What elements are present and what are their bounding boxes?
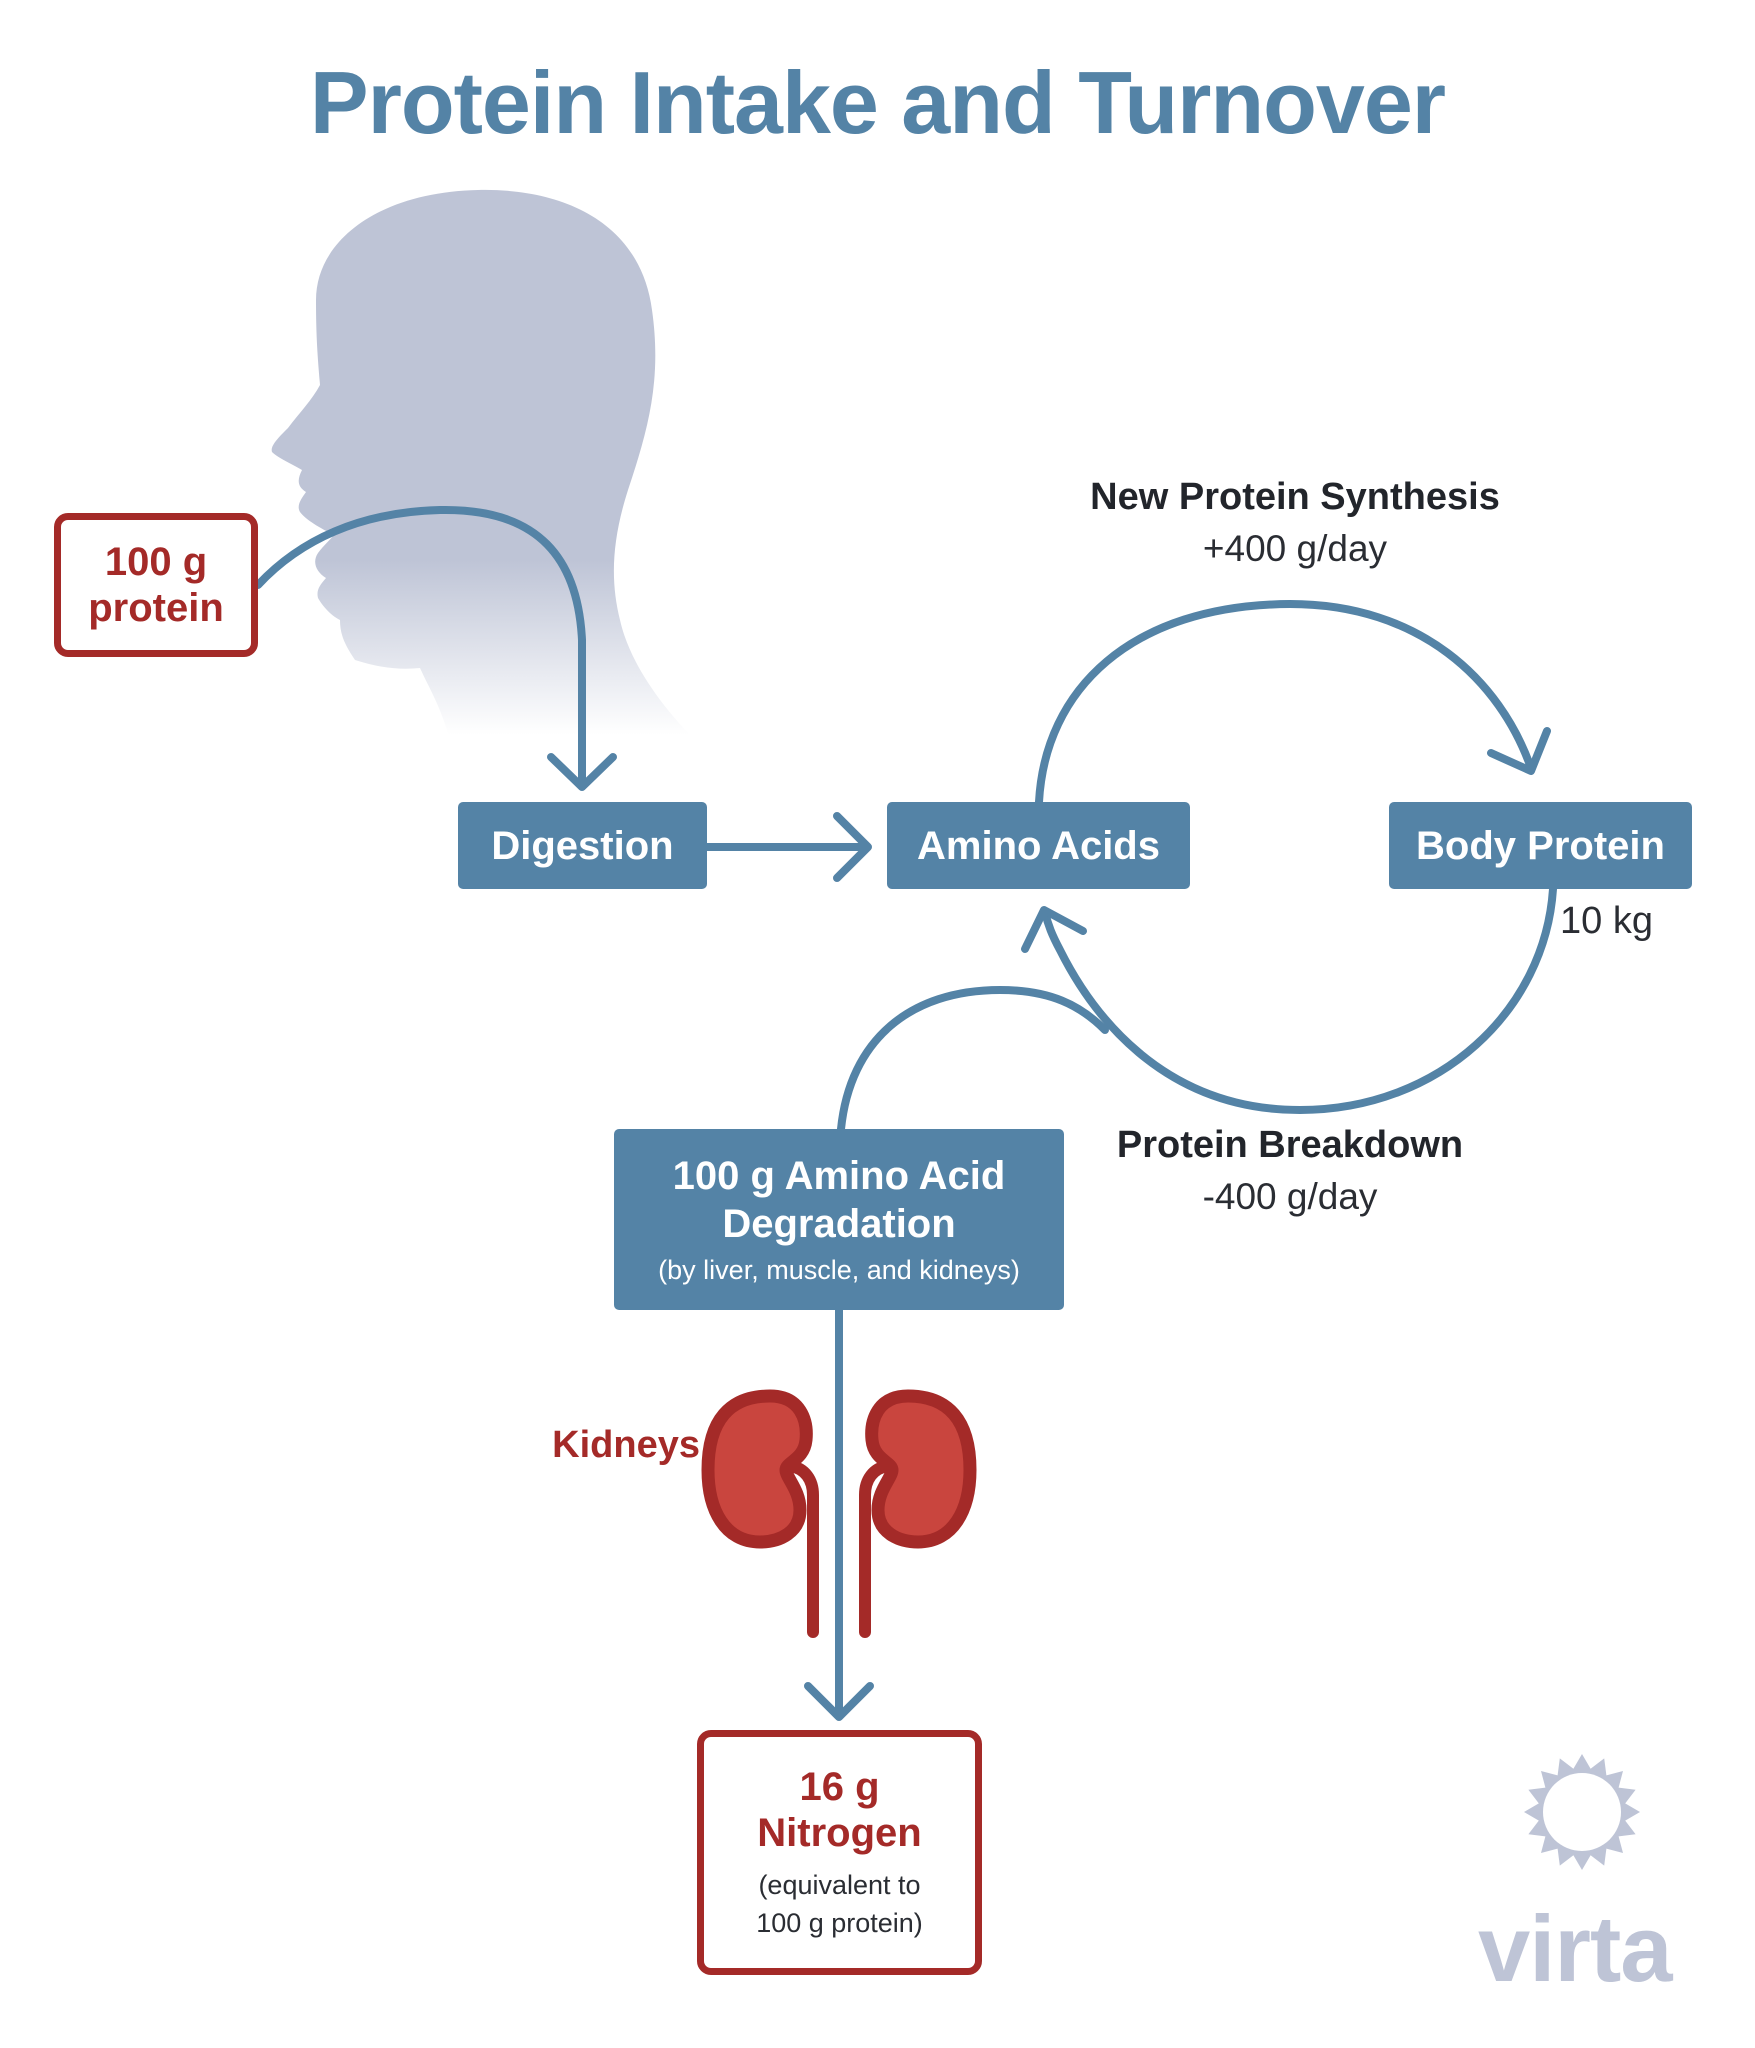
intake-amount: 100 g: [104, 540, 208, 584]
nitrogen-note-line2: 100 g protein): [756, 1907, 923, 1938]
degradation-title-line1: 100 g Amino Acid: [672, 1153, 1006, 1198]
sun-icon: [1524, 1754, 1640, 1870]
head-silhouette-icon: [271, 189, 695, 741]
right-ureter: [859, 1460, 894, 1638]
synthesis-title: New Protein Synthesis: [1090, 476, 1500, 518]
kidneys-label: Kidneys: [552, 1424, 700, 1466]
page-title: Protein Intake and Turnover: [309, 53, 1446, 152]
intake-arrow: [254, 505, 586, 788]
degradation-title-line2: Degradation: [722, 1201, 956, 1246]
left-kidney-icon: [701, 1389, 813, 1549]
digestion-node: Digestion: [458, 802, 707, 889]
virta-logo-wordmark: virta: [1478, 1896, 1673, 2001]
nitrogen-note: (equivalent to 100 g protein): [756, 1866, 923, 1942]
amino-acids-node: Amino Acids: [887, 802, 1190, 889]
synthesis-label: New Protein Synthesis +400 g/day: [1060, 472, 1530, 576]
breakdown-arc: [1041, 885, 1557, 1115]
sun-center: [1543, 1773, 1621, 1851]
degradation-branch-curve: [837, 985, 1109, 1133]
synthesis-arc: [1035, 599, 1535, 806]
kidneys-icon: [701, 1389, 977, 1638]
degradation-subtitle: (by liver, muscle, and kidneys): [658, 1254, 1020, 1285]
nitrogen-box: 16 g Nitrogen (equivalent to 100 g prote…: [697, 1730, 982, 1975]
synthesis-arrowhead-icon: [1487, 727, 1551, 775]
breakdown-label: Protein Breakdown -400 g/day: [1055, 1120, 1525, 1224]
nitrogen-arrowhead-icon: [804, 1682, 874, 1721]
digestion-label: Digestion: [491, 823, 674, 868]
intake-arrowhead-icon: [547, 753, 617, 791]
right-kidney-icon: [865, 1389, 977, 1549]
body-protein-mass: 10 kg: [1560, 900, 1653, 942]
nitrogen-amount: 16 g: [799, 1764, 880, 1809]
degradation-node: 100 g Amino Acid Degradation (by liver, …: [614, 1129, 1064, 1310]
amino-acids-label: Amino Acids: [917, 823, 1160, 868]
left-ureter: [784, 1460, 819, 1638]
breakdown-title: Protein Breakdown: [1116, 1124, 1464, 1166]
breakdown-rate: -400 g/day: [1202, 1176, 1378, 1217]
breakdown-arrowhead-icon: [1021, 906, 1087, 953]
intake-box: 100 g protein: [54, 513, 258, 657]
intake-label: protein: [88, 586, 224, 630]
nitrogen-note-line1: (equivalent to: [758, 1869, 921, 1900]
synthesis-rate: +400 g/day: [1202, 528, 1388, 569]
body-protein-label: Body Protein: [1416, 823, 1665, 868]
digestion-arrowhead-icon: [833, 812, 872, 882]
body-protein-node: Body Protein: [1389, 802, 1692, 889]
nitrogen-label: Nitrogen: [757, 1810, 922, 1855]
